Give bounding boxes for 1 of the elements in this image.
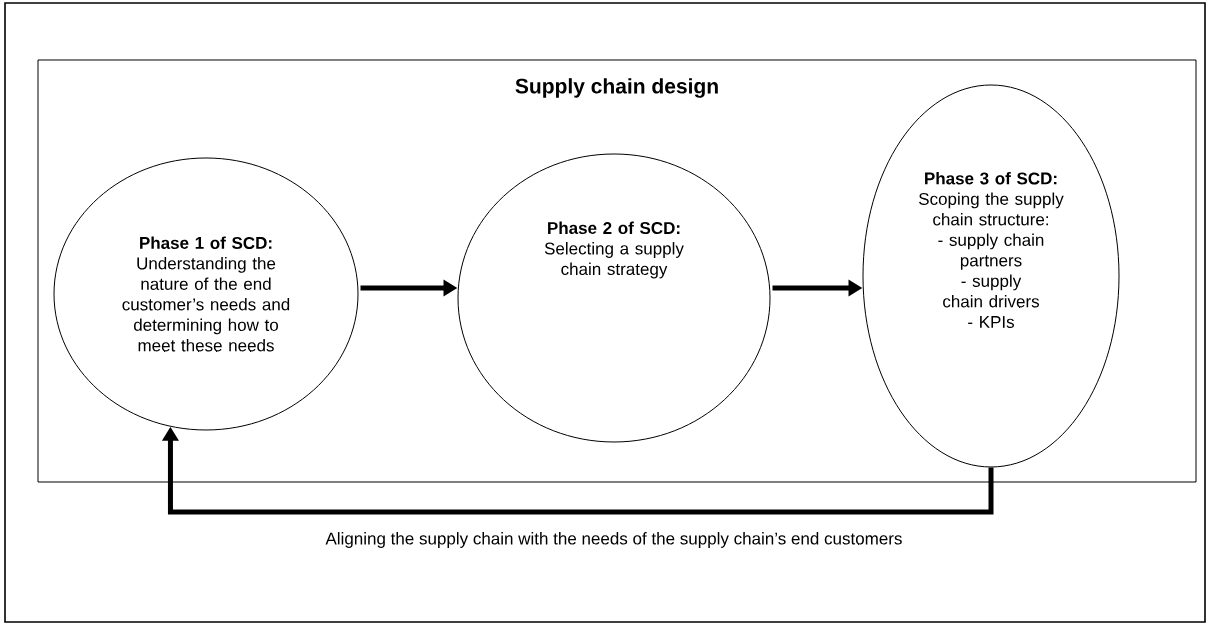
edge-label: Aligning the supply chain with the needs of the supply chain’s end customers	[325, 532, 902, 548]
